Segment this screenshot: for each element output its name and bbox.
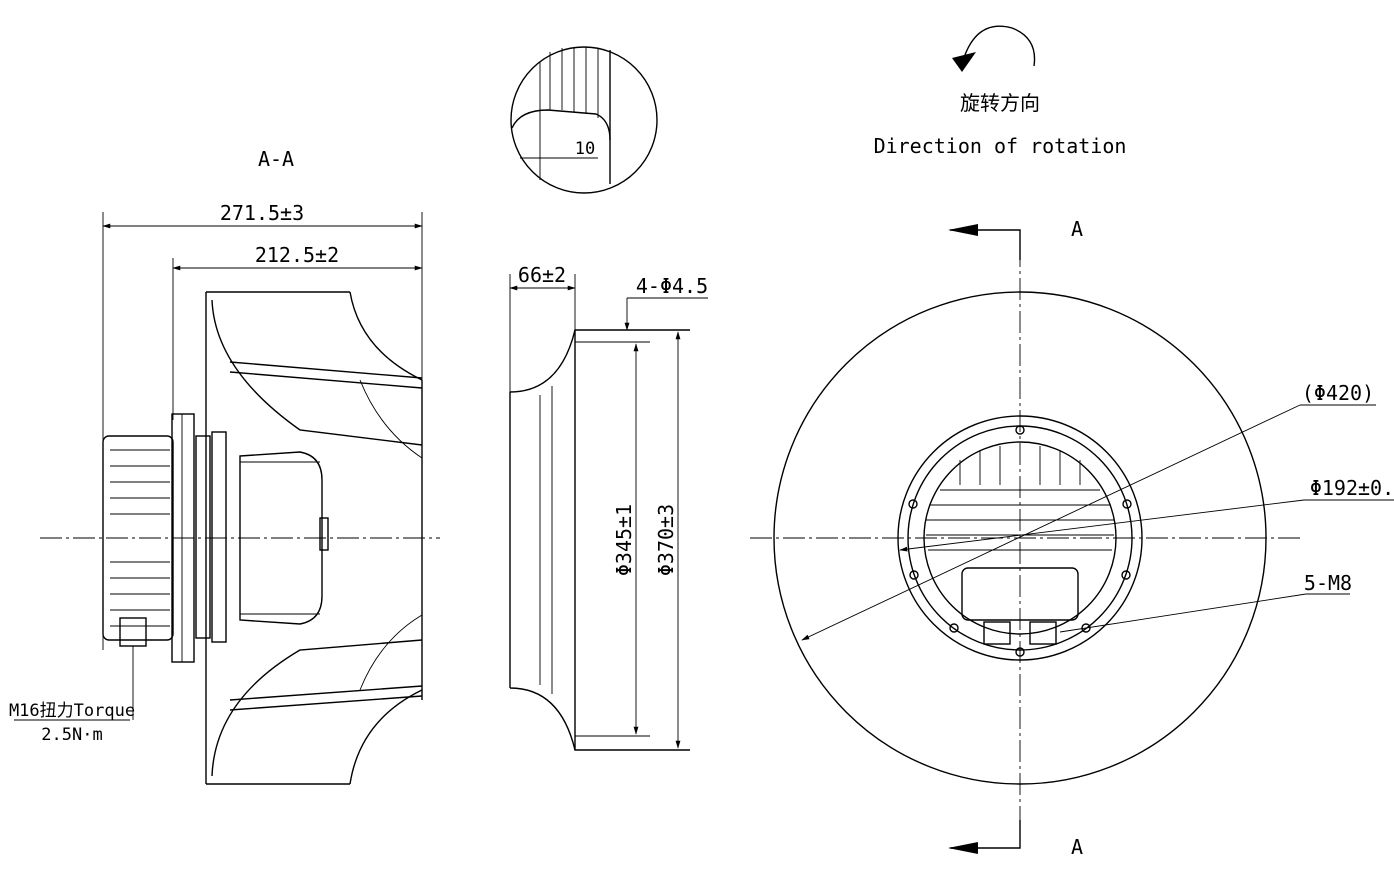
impeller-outer-circle: [773, 291, 1267, 785]
ring-profile: [509, 329, 690, 751]
terminal-box: [961, 567, 1079, 621]
gland-right: [1029, 621, 1057, 645]
detail-profile: [511, 109, 611, 141]
dim-ring-depth: 66±2: [518, 263, 566, 287]
dim-threads: 5-M8: [1304, 571, 1352, 595]
dim-outer-dia: Φ370±3: [654, 504, 678, 576]
section-arrow-bottom-icon: [948, 842, 978, 854]
blade-curve-bottom: [211, 639, 423, 777]
dim-outer-front: (Φ420): [1302, 381, 1374, 405]
electronics-circle: [923, 441, 1117, 635]
section-mark-top: A: [1071, 217, 1083, 241]
rotation-label-cn: 旋转方向: [960, 91, 1040, 115]
hub-flange-circle: [897, 415, 1143, 661]
blade-inner-top: [359, 379, 423, 459]
shroud-bottom: [229, 685, 423, 711]
dim-inner-dia: Φ345±1: [612, 504, 636, 576]
shroud-top: [229, 361, 423, 389]
hub-fins: [926, 446, 1114, 551]
dim-overall-length: 271.5±3: [220, 201, 304, 225]
section-title: A-A: [258, 147, 294, 171]
leader-hub: [899, 499, 1305, 552]
electronics-box: [102, 435, 174, 641]
section-cut-bottom: [950, 820, 1021, 849]
dim-holes: 4-Φ4.5: [636, 274, 708, 298]
torque-label: M16扭力Torque: [9, 701, 135, 721]
impeller-envelope: [205, 291, 350, 785]
cable-gland: [119, 617, 147, 647]
dim-impeller-length: 212.5±2: [255, 243, 339, 267]
blade-edge-bottom: [349, 689, 423, 785]
leader-threads: [1059, 593, 1307, 633]
electronics-housing-back: [171, 413, 195, 663]
inlet-ring-view: 66±2 4-Φ4.5 Φ345±1 Φ370±3: [509, 263, 708, 751]
section-cut-top: [950, 229, 1021, 260]
dim-hub: Φ192±0.: [1310, 476, 1394, 500]
detail-hatch: [539, 47, 611, 184]
mounting-holes: [908, 425, 1132, 657]
blade-edge-top: [349, 291, 423, 381]
detail-dim: 10: [575, 139, 595, 159]
detail-circle: [510, 46, 658, 194]
blade-inner-bottom: [359, 614, 423, 691]
leader-outer: [801, 404, 1301, 641]
mount-plate: [195, 435, 211, 639]
section-mark-bottom: A: [1071, 835, 1083, 859]
torque-value: 2.5N·m: [41, 725, 102, 745]
front-view: 旋转方向 Direction of rotation A A: [750, 25, 1394, 859]
rotation-label-en: Direction of rotation: [874, 134, 1127, 158]
section-arrow-top-icon: [948, 224, 978, 236]
rotation-arrow-icon: [952, 52, 976, 72]
mount-flange: [211, 431, 227, 643]
motor-rotor: [239, 451, 323, 625]
rotor-stub: [319, 517, 329, 551]
gland-left: [983, 621, 1011, 645]
detail-view: 10: [510, 46, 658, 194]
section-view: A-A 271.5±3 212.5±2: [9, 147, 440, 785]
rotation-arc: [961, 25, 1036, 67]
cooling-fins: [110, 449, 170, 627]
